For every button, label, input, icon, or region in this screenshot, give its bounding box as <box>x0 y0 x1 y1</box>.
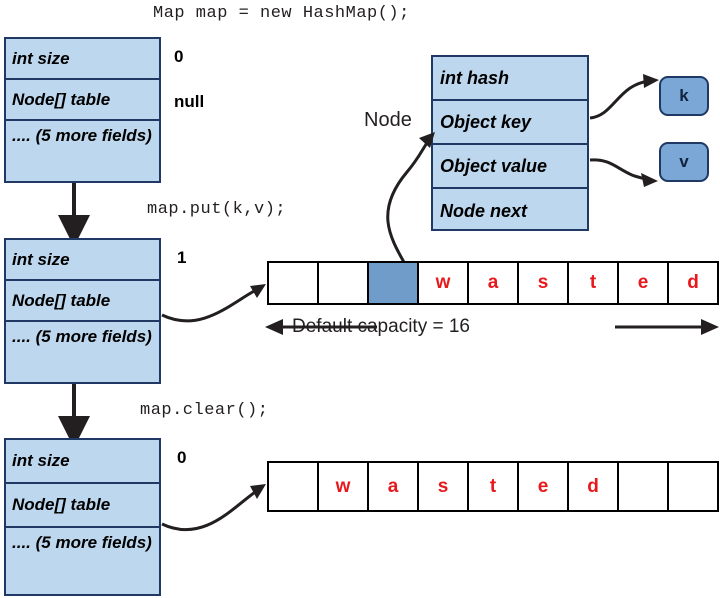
array-cell: w <box>419 263 469 303</box>
struct-row-more-fields: .... (5 more fields) <box>12 126 152 145</box>
value-box: v <box>659 142 709 182</box>
struct-row-size: int size <box>6 440 159 484</box>
array-cell: e <box>619 263 669 303</box>
array-cell: s <box>419 463 469 510</box>
node-struct: int hash Object key Object value Node ne… <box>431 55 589 231</box>
array-cell: a <box>369 463 419 510</box>
struct-row-table: Node[] table <box>6 484 159 528</box>
array-cell: t <box>569 263 619 303</box>
value-table-initial: null <box>174 92 205 111</box>
array-cell <box>319 263 369 303</box>
hashmap-struct-initial: int size Node[] table .... (5 more field… <box>4 37 161 183</box>
array-cell: a <box>469 263 519 303</box>
arrow-step1-to-step2 <box>58 183 90 247</box>
array-cell: d <box>669 263 717 303</box>
hashmap-struct-after-put: int size Node[] table .... (5 more field… <box>4 238 161 384</box>
arrow-array-cell-to-node <box>386 132 435 265</box>
array-cell: e <box>519 463 569 510</box>
key-box: k <box>659 76 709 116</box>
node-row-key: Object key <box>433 101 587 145</box>
arrow-table-to-array-put <box>161 284 266 323</box>
code-map-put: map.put(k,v); <box>147 200 287 219</box>
struct-row-table: Node[] table <box>6 80 159 121</box>
code-map-clear: map.clear(); <box>140 401 269 420</box>
array-cell <box>269 463 319 510</box>
array-cell <box>269 263 319 303</box>
array-cell: w <box>319 463 369 510</box>
capacity-caption: Default capacity = 16 <box>292 316 470 337</box>
node-row-hash: int hash <box>433 57 587 101</box>
node-row-next: Node next <box>440 200 528 221</box>
struct-row-more-fields: .... (5 more fields) <box>12 533 152 552</box>
struct-row-table: Node[] table <box>6 281 159 322</box>
arrow-step2-to-step3 <box>58 384 90 448</box>
struct-row-more-fields: .... (5 more fields) <box>12 327 152 346</box>
capacity-measure-line <box>265 319 719 335</box>
node-row-value: Object value <box>433 145 587 189</box>
arrow-table-to-array-clear <box>161 484 266 532</box>
array-after-put: w a s t e d <box>267 261 719 305</box>
node-label: Node <box>364 109 412 131</box>
value-size-after-clear: 0 <box>177 448 187 467</box>
struct-row-size: int size <box>6 39 159 80</box>
array-cell-filled <box>369 263 419 303</box>
value-size-after-put: 1 <box>177 248 187 267</box>
array-cell <box>619 463 669 510</box>
hashmap-struct-after-clear: int size Node[] table .... (5 more field… <box>4 438 161 596</box>
value-size-initial: 0 <box>174 47 184 66</box>
struct-row-size: int size <box>6 240 159 281</box>
array-cell <box>669 463 717 510</box>
array-after-clear: w a s t e d <box>267 461 719 512</box>
array-cell: d <box>569 463 619 510</box>
arrow-key-to-kbox <box>589 74 659 120</box>
title-code: Map map = new HashMap(); <box>153 4 410 23</box>
arrow-value-to-vbox <box>589 158 658 187</box>
array-cell: t <box>469 463 519 510</box>
array-cell: s <box>519 263 569 303</box>
